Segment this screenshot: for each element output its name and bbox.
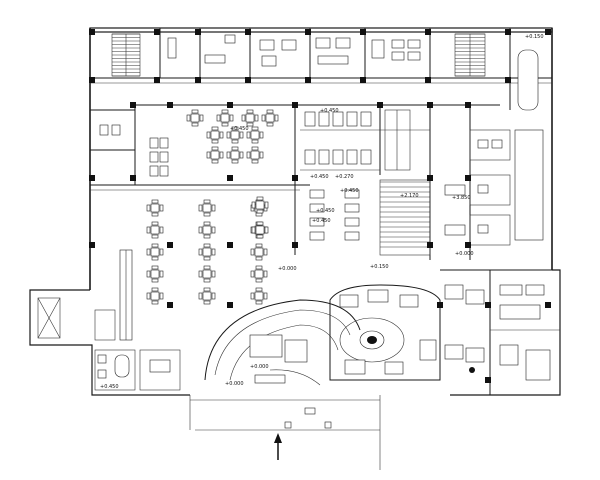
main-staircase [379, 109, 431, 256]
level-mark: +0.000 [278, 266, 297, 272]
curved-lounge [204, 299, 361, 386]
dining-tables-lower [146, 196, 269, 305]
level-mark: +0.450 [100, 384, 119, 390]
right-lower-rooms [440, 269, 560, 395]
level-mark: +3.850 [452, 195, 471, 201]
stair-top-right [454, 33, 486, 77]
level-mark: +0.450 [230, 126, 249, 132]
level-mark: +0.150 [525, 34, 544, 40]
round-lounge [329, 284, 441, 381]
office-furniture-top [167, 34, 539, 111]
level-mark: +0.450 [340, 188, 359, 194]
service-rooms-right [444, 129, 544, 246]
central-hall-upper [90, 104, 500, 260]
up-arrow-icon [274, 433, 282, 460]
dining-tables-upper [186, 109, 279, 164]
structural-columns [89, 29, 551, 383]
stair-top-left [111, 33, 141, 77]
level-mark: +0.450 [320, 108, 339, 114]
level-mark: +0.000 [225, 381, 244, 387]
top-room-strip [90, 28, 552, 110]
level-mark: +0.450 [316, 208, 335, 214]
level-mark: +0.000 [455, 251, 474, 257]
level-mark: +0.450 [310, 174, 329, 180]
salon-stations [304, 111, 372, 241]
restroom-left [90, 109, 169, 177]
level-marks: +0.150 +0.450 +0.450 +0.450 +0.270 +0.450 +2.1… [100, 34, 544, 390]
entrance-canopy [195, 407, 380, 431]
level-mark: +2.170 [400, 193, 419, 199]
left-private-rooms [37, 297, 181, 391]
left-bar-counter [119, 249, 133, 341]
level-mark: +0.270 [335, 174, 354, 180]
level-mark: +0.150 [370, 264, 389, 270]
level-mark: +0.000 [250, 364, 269, 370]
level-mark: +0.450 [312, 218, 331, 224]
